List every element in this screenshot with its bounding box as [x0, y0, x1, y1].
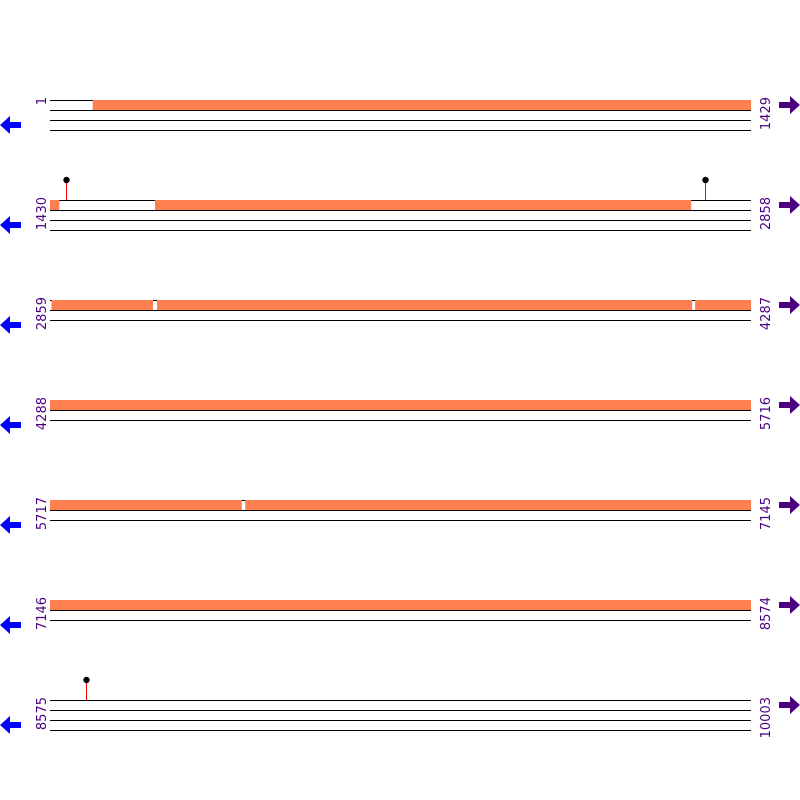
arrow-right-icon[interactable] [779, 196, 800, 214]
end-coordinate: 10003 [759, 697, 774, 738]
arrow-right-icon[interactable] [779, 296, 800, 314]
feature-bar[interactable] [92, 100, 751, 110]
arrow-left-icon[interactable] [0, 716, 21, 734]
feature-bar[interactable] [50, 600, 751, 610]
sequence-row: 1430 2858 [0, 176, 800, 234]
site-marker-head[interactable] [702, 176, 709, 184]
arrow-right-icon[interactable] [779, 596, 800, 614]
end-coordinate: 8574 [759, 597, 774, 630]
start-coordinate: 4288 [35, 397, 50, 430]
arrow-right-icon[interactable] [779, 496, 800, 514]
arrow-left-icon[interactable] [0, 416, 21, 434]
sequence-row: 7146 8574 [0, 596, 800, 634]
site-marker-head[interactable] [63, 176, 70, 184]
arrow-left-icon[interactable] [0, 316, 21, 334]
end-coordinate: 2858 [759, 197, 774, 230]
start-coordinate: 1 [35, 97, 50, 105]
start-coordinate: 8575 [35, 697, 50, 730]
arrow-right-icon[interactable] [779, 396, 800, 414]
feature-bar[interactable] [695, 300, 751, 310]
arrow-left-icon[interactable] [0, 116, 21, 134]
feature-bar[interactable] [50, 500, 242, 510]
feature-bar[interactable] [245, 500, 751, 510]
arrow-right-icon[interactable] [779, 96, 800, 114]
sequence-row: 2859 4287 [0, 296, 800, 334]
feature-bar[interactable] [156, 300, 693, 310]
sequence-row: 4288 5716 [0, 396, 800, 434]
arrow-left-icon[interactable] [0, 616, 21, 634]
end-coordinate: 5716 [759, 397, 774, 430]
feature-bar[interactable] [51, 300, 154, 310]
feature-bar[interactable] [154, 200, 692, 210]
sequence-row: 8575 10003 [0, 676, 800, 738]
end-coordinate: 4287 [759, 297, 774, 330]
feature-bar[interactable] [50, 200, 60, 210]
start-coordinate: 2859 [35, 297, 50, 330]
feature-bar[interactable] [50, 400, 751, 410]
site-marker-head[interactable] [83, 676, 90, 684]
start-coordinate: 7146 [35, 597, 50, 630]
arrow-right-icon[interactable] [779, 696, 800, 714]
end-coordinate: 1429 [759, 97, 774, 130]
end-coordinate: 7145 [759, 497, 774, 530]
start-coordinate: 5717 [35, 497, 50, 530]
arrow-left-icon[interactable] [0, 216, 21, 234]
sequence-row: 5717 7145 [0, 496, 800, 534]
arrow-left-icon[interactable] [0, 516, 21, 534]
sequence-row: 1 1429 [0, 96, 800, 134]
start-coordinate: 1430 [35, 197, 50, 230]
